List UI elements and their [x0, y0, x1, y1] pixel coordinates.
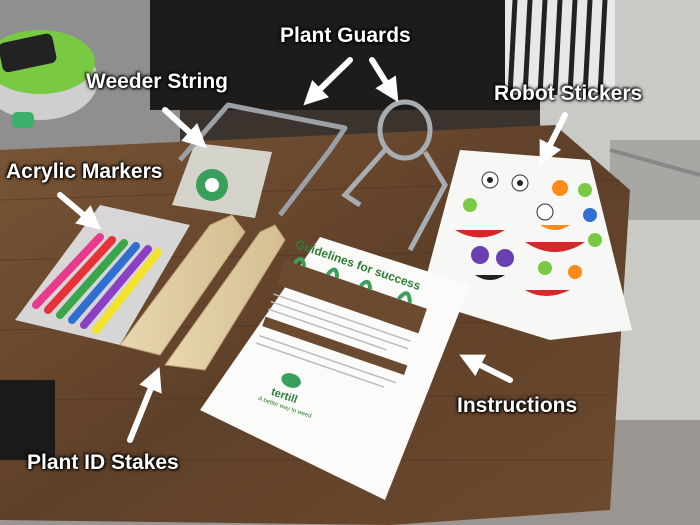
- robot-stickers-sheet: [420, 150, 632, 340]
- plant-guards-arrow-right-icon: [369, 57, 399, 103]
- dark-cabinet: [150, 0, 540, 110]
- sticker-eyes: [463, 171, 602, 279]
- label-plant-id-stakes: Plant ID Stakes: [27, 451, 179, 474]
- plant-id-stakes-arrow-icon: [127, 366, 162, 443]
- plant-id-stakes: [119, 214, 286, 371]
- label-acrylic-markers: Acrylic Markers: [6, 160, 163, 183]
- instruction-sheet: Guidelines for success tertill A better …: [200, 237, 470, 500]
- sticker-mouths: [455, 225, 585, 296]
- plant-guard-loop: [341, 99, 448, 252]
- acrylic-markers-arrow-icon: [57, 192, 102, 230]
- plant-guard-u: [178, 102, 348, 217]
- robot-stickers-arrow-icon: [539, 112, 568, 166]
- label-weeder-string: Weeder String: [86, 70, 228, 93]
- label-instructions: Instructions: [457, 394, 578, 417]
- striped-towel: [505, 0, 615, 96]
- weeder-string-arrow-icon: [162, 107, 207, 149]
- tertill-robot: [0, 30, 98, 128]
- label-robot-stickers: Robot Stickers: [494, 82, 643, 105]
- label-plant-guards: Plant Guards: [280, 24, 411, 47]
- instructions-arrow-icon: [459, 354, 513, 383]
- plant-guards-arrow-left-icon: [303, 57, 353, 106]
- acrylic-markers-pack: [15, 205, 190, 345]
- weeder-string-bag: [172, 143, 272, 218]
